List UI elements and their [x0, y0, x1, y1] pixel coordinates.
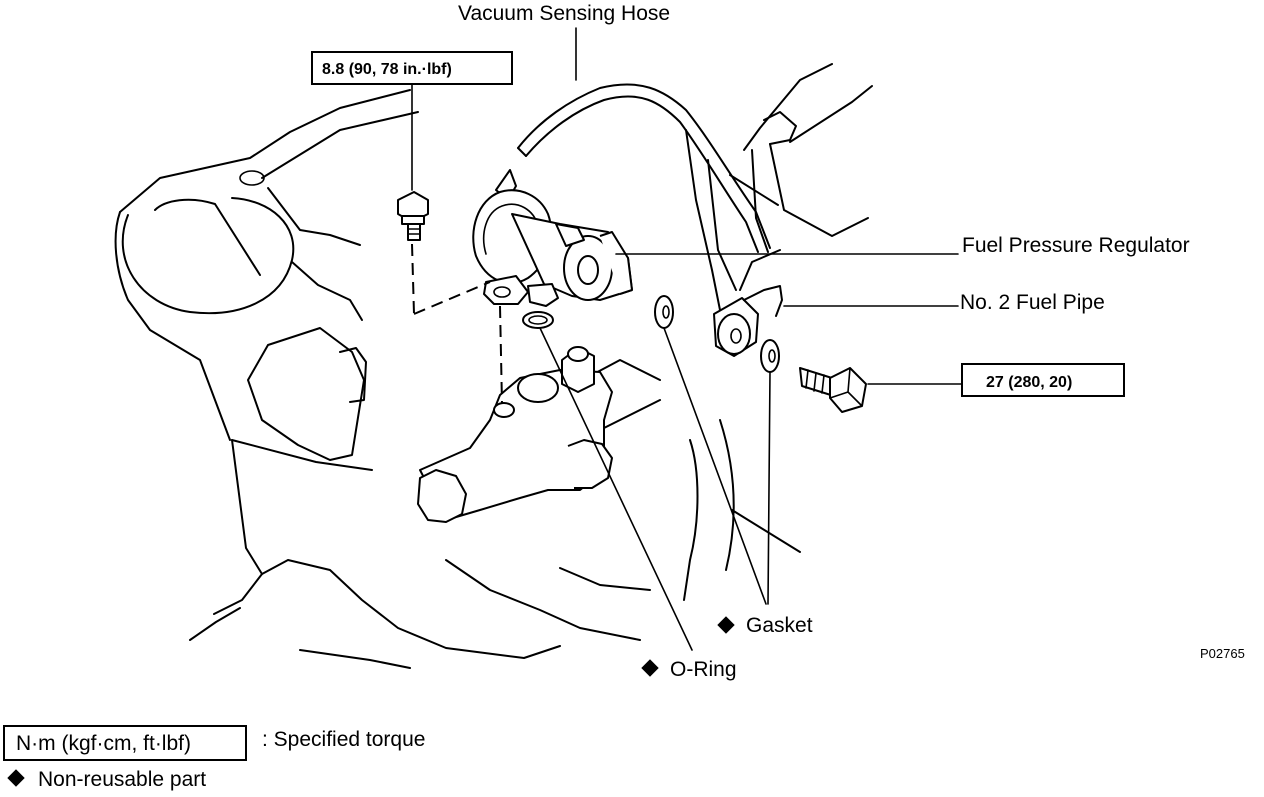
o-ring-part — [522, 311, 554, 329]
vacuum-sensing-hose — [517, 83, 771, 253]
diamond-icon — [7, 769, 25, 787]
oring-alignment-line — [499, 305, 503, 405]
legend: N·m (kgf·cm, ft·lbf) : Specified torque … — [3, 725, 425, 791]
gasket-right-part — [760, 339, 780, 373]
union-bolt-part — [799, 367, 867, 413]
bolt-offset-line — [413, 281, 491, 315]
gasket-leader-right — [767, 371, 771, 605]
legend-unit-description: : Specified torque — [262, 728, 425, 751]
oring-leader — [539, 327, 693, 651]
torque-regulator-bolt-value: 8.8 (90, 78 in.·lbf) — [322, 61, 452, 78]
diamond-icon — [717, 616, 735, 634]
label-vacuum-sensing-hose: Vacuum Sensing Hose — [458, 2, 670, 25]
bolt-alignment-line — [411, 243, 415, 315]
gasket-leader-left — [663, 327, 767, 605]
legend-unit-box-text: N·m (kgf·cm, ft·lbf) — [16, 732, 191, 755]
label-o-ring: O-Ring — [670, 658, 737, 681]
label-fuel-pressure-regulator: Fuel Pressure Regulator — [962, 234, 1190, 257]
fuel-delivery-pipe — [417, 346, 613, 523]
torque-box-union-bolt: 27 (280, 20) — [961, 363, 1125, 397]
legend-unit-box — [3, 725, 247, 761]
gasket-left-part — [654, 295, 674, 329]
torque-union-bolt-value: 27 (280, 20) — [986, 374, 1072, 391]
callout-o-ring: O-Ring — [641, 658, 737, 681]
label-gasket: Gasket — [746, 614, 813, 637]
torque-box-regulator-bolt: 8.8 (90, 78 in.·lbf) — [311, 51, 513, 85]
label-no2-fuel-pipe: No. 2 Fuel Pipe — [960, 291, 1105, 314]
callout-gasket: Gasket — [717, 614, 813, 637]
regulator-mounting-bolt — [397, 191, 429, 241]
diamond-icon — [641, 659, 659, 677]
engine-block-outline — [114, 63, 873, 669]
legend-marker-description: Non-reusable part — [38, 768, 206, 791]
figure-code: P02765 — [1200, 646, 1245, 661]
fuel-pipe-union — [713, 285, 783, 357]
fuel-pressure-regulator — [472, 169, 633, 307]
